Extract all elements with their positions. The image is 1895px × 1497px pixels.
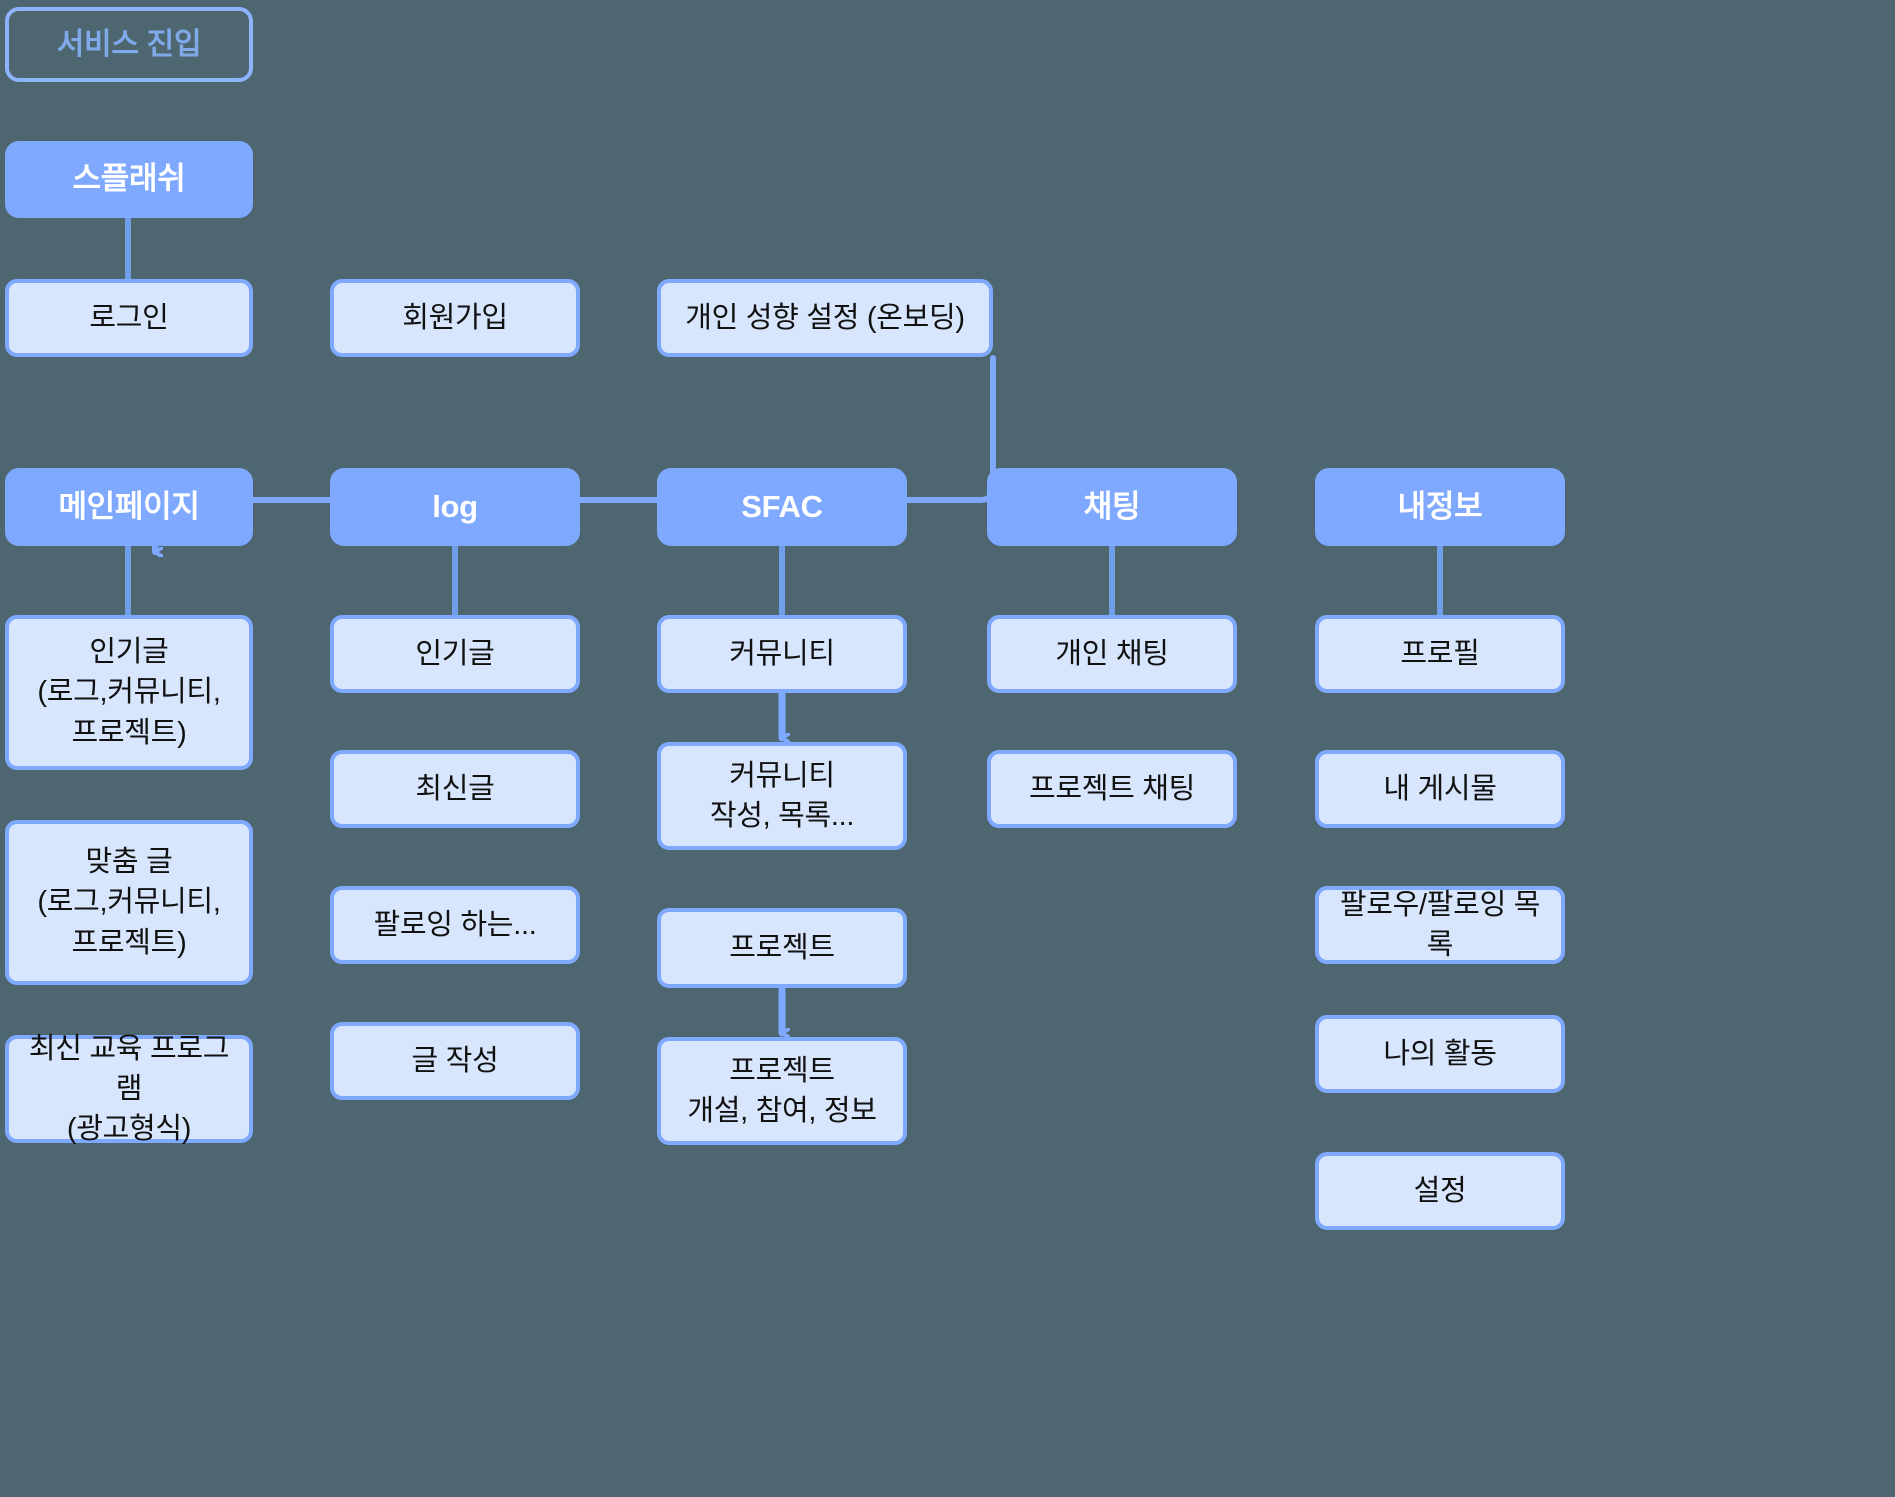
- node-log-popular-posts[interactable]: 인기글: [330, 615, 580, 693]
- node-chat-project[interactable]: 프로젝트 채팅: [987, 750, 1237, 828]
- node-onboarding[interactable]: 개인 성향 설정 (온보딩): [657, 279, 993, 357]
- node-myinfo-follow-list[interactable]: 팔로우/팔로잉 목록: [1315, 886, 1565, 964]
- column-header-my-info[interactable]: 내정보: [1315, 468, 1565, 546]
- column-header-main-page[interactable]: 메인페이지: [5, 468, 253, 546]
- node-main-popular-posts[interactable]: 인기글 (로그,커뮤니티, 프로젝트): [5, 615, 253, 770]
- node-myinfo-my-posts[interactable]: 내 게시물: [1315, 750, 1565, 828]
- column-header-sfac[interactable]: SFAC: [657, 468, 907, 546]
- entry-node-service-entry[interactable]: 서비스 진입: [5, 7, 253, 82]
- node-signup[interactable]: 회원가입: [330, 279, 580, 357]
- column-header-log[interactable]: log: [330, 468, 580, 546]
- node-sfac-project[interactable]: 프로젝트: [657, 908, 907, 988]
- node-main-latest-programs[interactable]: 최신 교육 프로그램 (광고형식): [5, 1033, 253, 1145]
- node-myinfo-settings[interactable]: 설정: [1315, 1152, 1565, 1230]
- node-sfac-project-detail[interactable]: 프로젝트 개설, 참여, 정보: [657, 1037, 907, 1145]
- column-header-chat[interactable]: 채팅: [987, 468, 1237, 546]
- node-sfac-community[interactable]: 커뮤니티: [657, 615, 907, 693]
- node-sfac-community-detail[interactable]: 커뮤니티 작성, 목록...: [657, 742, 907, 850]
- node-log-following[interactable]: 팔로잉 하는...: [330, 886, 580, 964]
- node-splash[interactable]: 스플래쉬: [5, 141, 253, 218]
- node-myinfo-my-activity[interactable]: 나의 활동: [1315, 1015, 1565, 1093]
- node-main-custom-posts[interactable]: 맞춤 글 (로그,커뮤니티, 프로젝트): [5, 820, 253, 985]
- node-login[interactable]: 로그인: [5, 279, 253, 357]
- node-chat-personal[interactable]: 개인 채팅: [987, 615, 1237, 693]
- node-log-latest-posts[interactable]: 최신글: [330, 750, 580, 828]
- node-myinfo-profile[interactable]: 프로필: [1315, 615, 1565, 693]
- node-log-write-post[interactable]: 글 작성: [330, 1022, 580, 1100]
